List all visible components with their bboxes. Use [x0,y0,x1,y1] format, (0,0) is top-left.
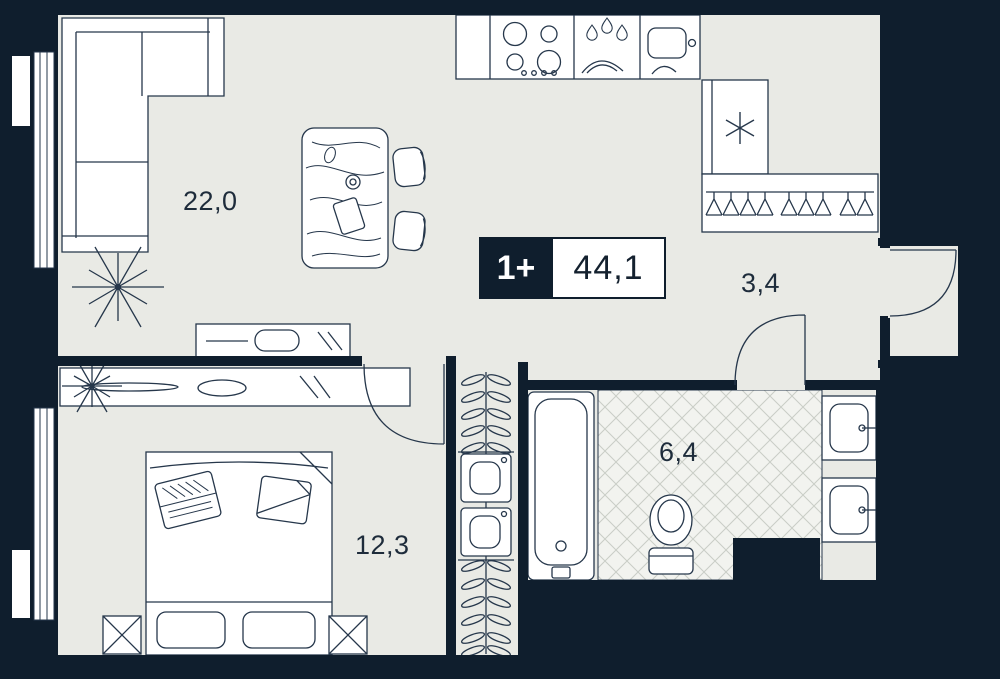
kitchen-counter [455,14,701,80]
tablet-icon [332,197,366,235]
laptop-icon [154,470,222,530]
window-icon [12,407,55,621]
kitchen-sink-icon [647,27,697,75]
dish-rack-icon [581,60,624,74]
door-arc-icon [363,363,445,445]
sideboard-icon [195,323,351,358]
corner-sofa-icon [61,17,225,253]
dresser-icon [59,367,411,407]
doors [362,248,957,445]
room-label-bathroom: 6,4 [659,437,699,467]
wardrobe-hangers-icon [701,173,879,233]
washing-machine-icon [460,453,512,503]
chair-icon [392,146,426,188]
bathroom-sink-icon [821,477,877,543]
side-table-icon [328,615,368,655]
plant-icon [72,246,164,328]
room-label-hallway: 3,4 [741,268,781,298]
window-icon [12,51,55,269]
plan-type-label: 1+ [479,237,553,299]
pillow-icon [242,611,316,649]
windows [12,51,55,621]
pillow-icon [156,611,226,649]
side-table-icon [102,615,142,655]
plant-icon [62,359,122,413]
door-arc-icon [889,249,957,317]
plan-badge: 1+ 44,1 [479,237,666,299]
entrance-nook-floor [888,246,958,356]
cup-icon [345,174,361,190]
room-label-living-kitchen: 22,0 [183,186,238,216]
water-drops-icon [586,17,628,41]
fridge-snowflake-icon [701,79,769,175]
bathtub-icon [527,391,595,581]
dryer-icon [460,507,512,557]
room-label-bedroom: 12,3 [355,530,410,560]
plan-total-area: 44,1 [553,237,666,299]
door-arc-icon [734,314,806,386]
double-bed-icon [145,451,333,656]
dining-table-icon [301,127,389,269]
chair-icon [392,210,426,252]
toilet-icon [648,494,694,575]
stove-icon [502,21,562,76]
bathroom-sink-icon [821,395,877,461]
shaft-notch [733,538,820,590]
magazine-icon [256,475,312,525]
